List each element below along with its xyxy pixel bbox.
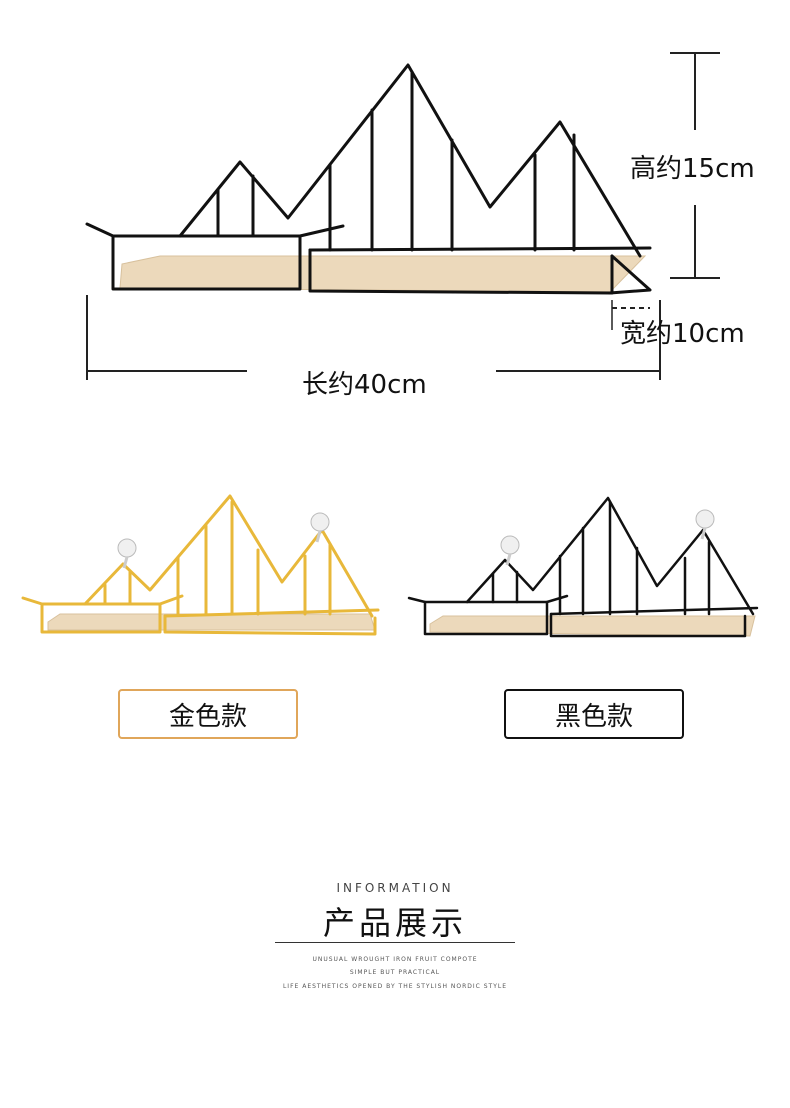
info-heading-zh: 产品展示 <box>322 904 467 942</box>
wall-hook-icon <box>695 509 715 540</box>
black-variant-button[interactable]: 黑色款 <box>504 689 684 739</box>
info-line-3: LIFE AESTHETICS OPENED BY THE STYLISH NO… <box>282 983 508 990</box>
info-heading-en: INFORMATION <box>336 881 454 895</box>
info-line-1: UNUSUAL WROUGHT IRON FRUIT COMPOTE <box>312 956 478 963</box>
wall-hook-icon <box>117 538 137 569</box>
width-label: 宽约10cm <box>620 319 745 349</box>
black-shelf-image <box>407 496 759 638</box>
wood-board <box>119 255 647 293</box>
gold-shelf-image <box>21 494 380 636</box>
length-label: 长约40cm <box>302 370 427 400</box>
info-divider <box>275 942 515 943</box>
wall-hook-icon <box>310 512 330 543</box>
height-label: 高约15cm <box>630 154 755 184</box>
gold-variant-button[interactable]: 金色款 <box>118 689 298 739</box>
wall-hook-icon <box>500 535 520 566</box>
black-shelf-illustration <box>85 52 720 380</box>
info-line-2: SIMPLE BUT PRACTICAL <box>349 969 441 976</box>
